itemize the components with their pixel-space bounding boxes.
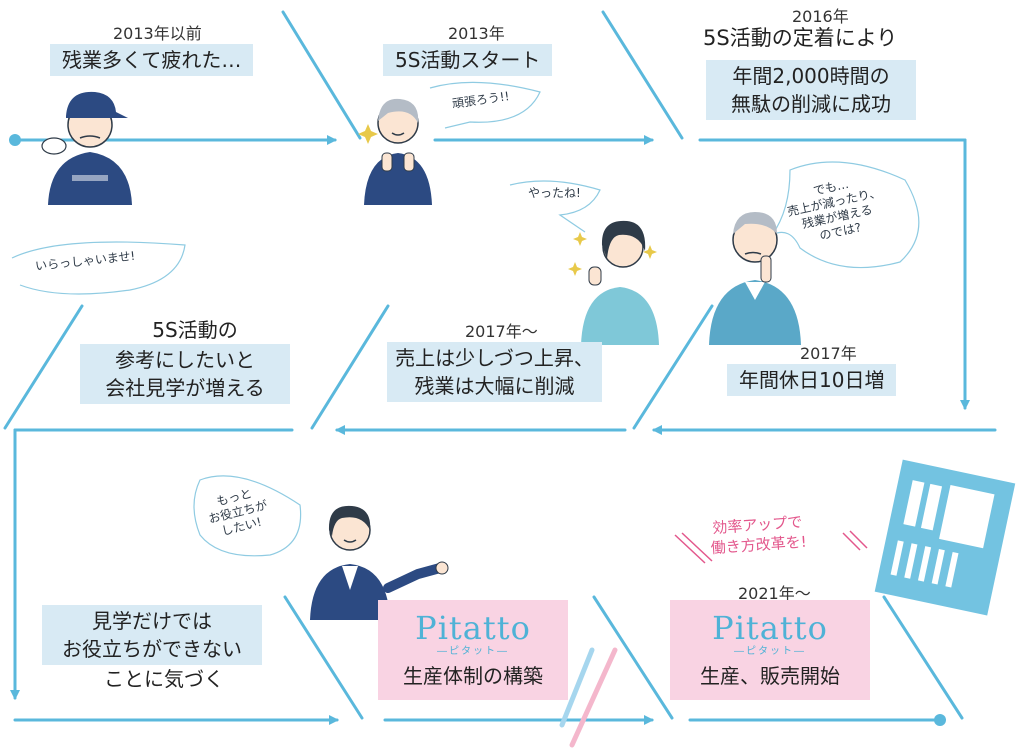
- separator: [632, 304, 714, 430]
- cheering-worker-icon: [364, 98, 432, 205]
- step8-box: Pitatto ―ピタット― 生産体制の構築: [378, 600, 568, 700]
- step9-brand-sub: ―ピタット―: [734, 646, 806, 657]
- step5-year: 2017年～: [465, 322, 538, 341]
- step3-line: 無駄の削減に成功: [731, 92, 891, 116]
- step3-title: 5S活動の定着により: [703, 26, 898, 50]
- separator: [882, 595, 964, 720]
- step5-line: 残業は大幅に削減: [414, 374, 575, 398]
- step9-year: 2021年～: [738, 584, 811, 603]
- pen-decoration: [559, 647, 618, 748]
- step4-year: 2017年: [800, 344, 857, 363]
- end-dot: [934, 714, 946, 726]
- step4-label: 年間休日10日増: [727, 364, 897, 396]
- step8-brand-sub: ―ピタット―: [437, 646, 509, 657]
- bubble-curve-ganbarou: [429, 81, 541, 129]
- separator: [3, 304, 84, 430]
- separator: [601, 10, 684, 140]
- step8-label: 生産体制の構築: [403, 664, 543, 688]
- product-illustration: [874, 459, 1016, 616]
- guide-woman-icon: [310, 505, 449, 620]
- step7-line: お役立ちができない: [62, 637, 242, 661]
- bubble-yattane: やったね!: [528, 186, 581, 200]
- step9-box: Pitatto ―ピタット― 生産、販売開始: [670, 600, 870, 700]
- step9-label: 生産、販売開始: [700, 664, 840, 688]
- step8-brand: Pitatto: [415, 609, 531, 647]
- step3-line: 年間2,000時間の: [732, 64, 890, 88]
- separator: [281, 10, 362, 140]
- step6-line: 会社見学が増える: [105, 376, 265, 400]
- step7-line: 見学だけでは: [92, 609, 212, 633]
- step1-year: 2013年以前: [113, 24, 202, 43]
- step2-label: 5S活動スタート: [383, 44, 553, 76]
- worried-manager-icon: [709, 212, 801, 345]
- bubble-curve-irasshai: [11, 241, 186, 295]
- step6-line: 参考にしたいと: [115, 348, 255, 372]
- step3-box: 年間2,000時間の 無駄の削減に成功: [706, 60, 916, 120]
- step2-year: 2013年: [448, 24, 505, 43]
- step5-box: 売上は少しづつ上昇、 残業は大幅に削減: [387, 342, 602, 402]
- separator: [283, 595, 364, 720]
- separator: [310, 304, 390, 430]
- start-dot: [9, 134, 21, 146]
- step7-line: ことに気づく: [104, 667, 224, 691]
- bubble-curve-yattane: [509, 180, 601, 233]
- step6-box: 参考にしたいと 会社見学が増える: [80, 344, 290, 404]
- sparkle-group: [358, 124, 657, 276]
- happy-woman-icon: [581, 220, 659, 345]
- bubble-curve-oyaku: [193, 475, 302, 557]
- slogan-marks: [674, 530, 868, 564]
- slogan: 効率アップで 働き方改革を!: [709, 512, 808, 559]
- step1-label: 残業多くて疲れた…: [50, 44, 254, 76]
- step7-box: 見学だけでは お役立ちができない: [42, 605, 262, 665]
- tired-worker-icon: [41, 91, 132, 205]
- step5-line: 売上は少しづつ上昇、: [395, 346, 594, 370]
- step3-year: 2016年: [792, 7, 849, 26]
- step6-line: 5S活動の: [152, 318, 238, 342]
- step9-brand: Pitatto: [712, 609, 828, 647]
- separator: [592, 595, 674, 720]
